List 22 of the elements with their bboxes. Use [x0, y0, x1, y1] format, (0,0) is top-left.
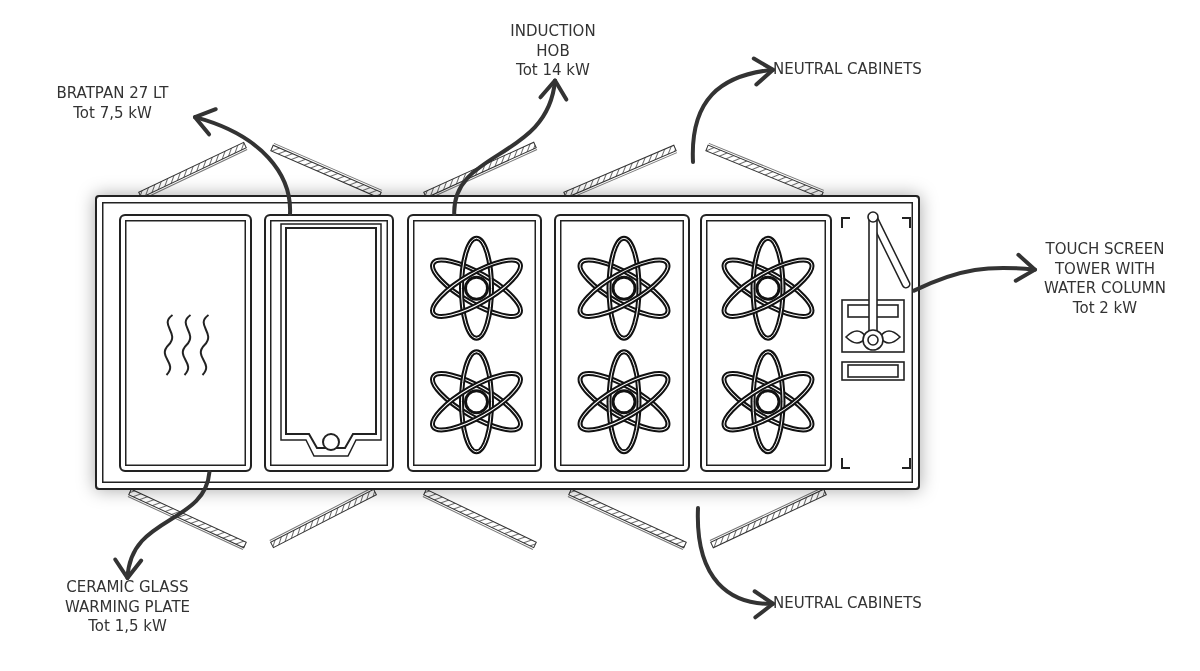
leader-arrow: [193, 108, 292, 216]
power-rating: Tot 14 kW: [515, 61, 591, 81]
induction-hob-zone: [407, 214, 542, 472]
part-label: BRATPAN 27 LT: [55, 84, 170, 104]
power-rating: Tot 2 kW: [1071, 298, 1139, 318]
induction-hob-zone: [554, 214, 690, 472]
range-countertop: [95, 195, 920, 490]
leader-arrow: [452, 78, 567, 216]
part-label: NEUTRAL CABINETS: [773, 60, 923, 80]
part-label: CERAMIC GLASS WARMING PLATE: [63, 578, 192, 617]
leader-arrow: [690, 57, 775, 164]
leader-arrow: [912, 253, 1037, 293]
bratpan-well: [264, 214, 394, 472]
part-label: TOUCH SCREEN TOWER WITH WATER COLUMN: [1043, 240, 1167, 299]
warming-plate: [119, 214, 252, 472]
power-rating: Tot 1,5 kW: [87, 617, 168, 637]
leader-arrow: [115, 470, 212, 580]
power-rating: Tot 7,5 kW: [72, 103, 153, 123]
leader-arrow: [696, 506, 775, 619]
part-label: NEUTRAL CABINETS: [773, 594, 923, 614]
part-label: INDUCTION HOB: [509, 22, 597, 61]
induction-hob-zone: [700, 214, 832, 472]
